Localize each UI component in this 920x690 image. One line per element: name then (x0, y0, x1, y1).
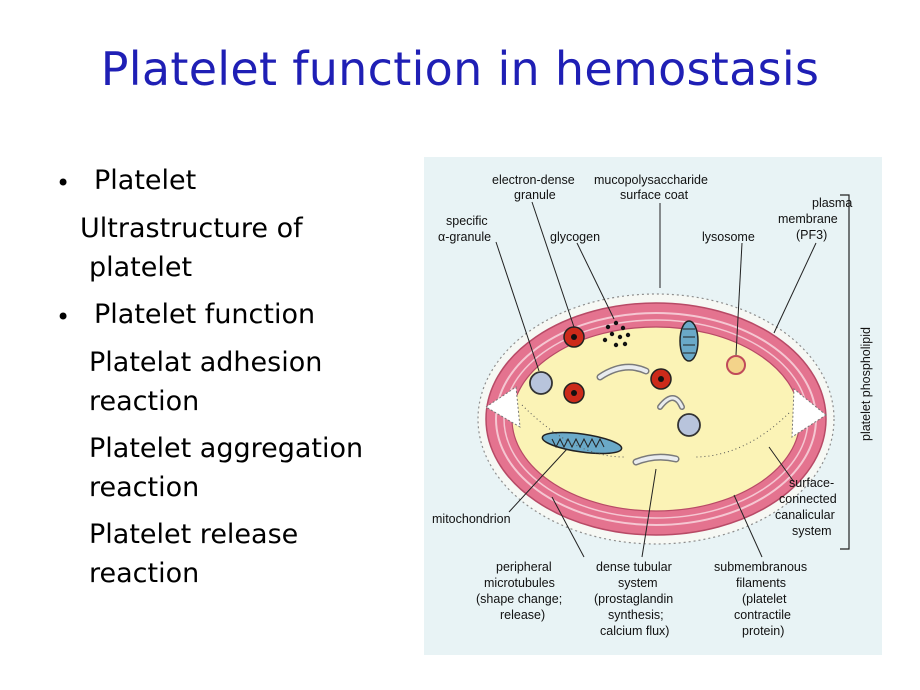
label-prostaglandin: (prostaglandin (594, 592, 673, 606)
label-contractile: contractile (734, 608, 791, 622)
platelet-diagram: electron-dense granule mucopolysaccharid… (432, 173, 873, 638)
canalicular-path (521, 404, 625, 458)
label-dense-system: system (618, 576, 658, 590)
label-electron-dense: electron-dense (492, 173, 575, 187)
mitochondrion-organelle (679, 320, 699, 362)
label-canalicular: canalicular (775, 508, 835, 522)
bullet-sub-release-cont: reaction (89, 558, 200, 589)
bullet-marker: • (56, 303, 71, 331)
label-microtubules: microtubules (484, 576, 555, 590)
bullet-sub-aggregation-cont: reaction (89, 472, 200, 503)
label-release: release) (500, 608, 545, 622)
bullet-sub-adhesion: Platelat adhesion (89, 347, 323, 378)
label-calcium-flux: calcium flux) (600, 624, 669, 638)
label-plasma: plasma (812, 196, 852, 210)
label-filaments: filaments (736, 576, 786, 590)
alpha-granule (677, 413, 701, 437)
granule-core (571, 334, 577, 340)
granule-core (571, 390, 577, 396)
label-synthesis: synthesis; (608, 608, 664, 622)
label-mucopolysaccharide: mucopolysaccharide (594, 173, 708, 187)
label-dense-tubular: dense tubular (596, 560, 672, 574)
bullet-sub-release: Platelet release (89, 519, 299, 550)
slide-title: Platelet function in hemostasis (100, 42, 820, 96)
label-glycogen: glycogen (550, 230, 600, 244)
label-electron-dense-granule: granule (514, 188, 556, 202)
bullet-platelet-function: Platelet function (94, 299, 316, 330)
label-protein: protein) (742, 624, 784, 638)
label-peripheral: peripheral (496, 560, 552, 574)
label-connected: connected (779, 492, 837, 506)
canalicular-opening-right (791, 387, 827, 438)
granule-core (658, 376, 664, 382)
cytoplasm (511, 326, 801, 512)
canalicular-opening-left (485, 386, 521, 428)
label-mitochondrion: mitochondrion (432, 512, 511, 526)
dense-tubule-inner (598, 365, 648, 379)
glycogen-particles (602, 320, 631, 348)
label-platelet-phospholipid: platelet phospholipid (859, 327, 873, 441)
bullet-sub-adhesion-cont: reaction (89, 386, 200, 417)
label-shape-change: (shape change; (476, 592, 562, 606)
lysosome-granule (726, 355, 746, 375)
label-submembranous: submembranous (714, 560, 807, 574)
bullet-marker: • (56, 169, 71, 197)
alpha-granule (529, 371, 553, 395)
bullet-platelet: Platelet (94, 165, 197, 196)
platelet-ultrastructure-figure: electron-dense granule mucopolysaccharid… (424, 157, 882, 655)
phospholipid-bracket (840, 194, 850, 550)
label-alpha-granule: α-granule (438, 230, 491, 244)
leader-lines (495, 201, 817, 558)
bullet-sub-aggregation: Platelet aggregation (89, 433, 364, 464)
canalicular-path (693, 412, 790, 458)
dense-tubule-inner (634, 455, 678, 464)
label-pf3: (PF3) (796, 228, 827, 242)
label-surface-connected: surface- (789, 476, 834, 490)
label-surface-coat: surface coat (620, 188, 689, 202)
label-membrane: membrane (778, 212, 838, 226)
label-lysosome: lysosome (702, 230, 755, 244)
mitochondrion-cristae (551, 437, 605, 449)
bullet-sub-ultrastructure: Ultrastructure of (80, 213, 303, 244)
bullet-sub-ultrastructure-cont: platelet (89, 252, 193, 283)
label-specific: specific (446, 214, 488, 228)
mitochondrion-cristae (683, 328, 695, 354)
label-system: system (792, 524, 832, 538)
dense-tubule-inner (658, 396, 684, 409)
label-platelet-paren: (platelet (742, 592, 787, 606)
